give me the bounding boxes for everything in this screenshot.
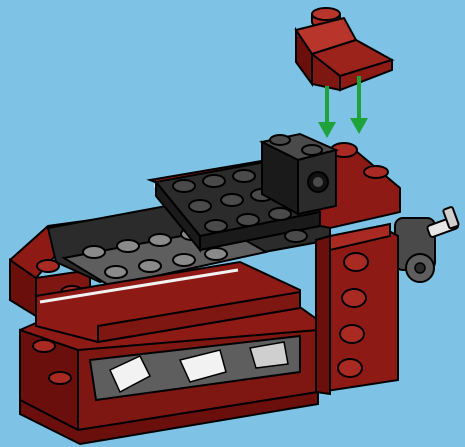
right-side-bracket [316, 224, 398, 394]
new-part-red-slope-brick [296, 8, 392, 90]
rear-axle-element [395, 207, 459, 282]
red-vehicle-assembly [10, 134, 459, 444]
down-arrow-left [318, 86, 336, 138]
